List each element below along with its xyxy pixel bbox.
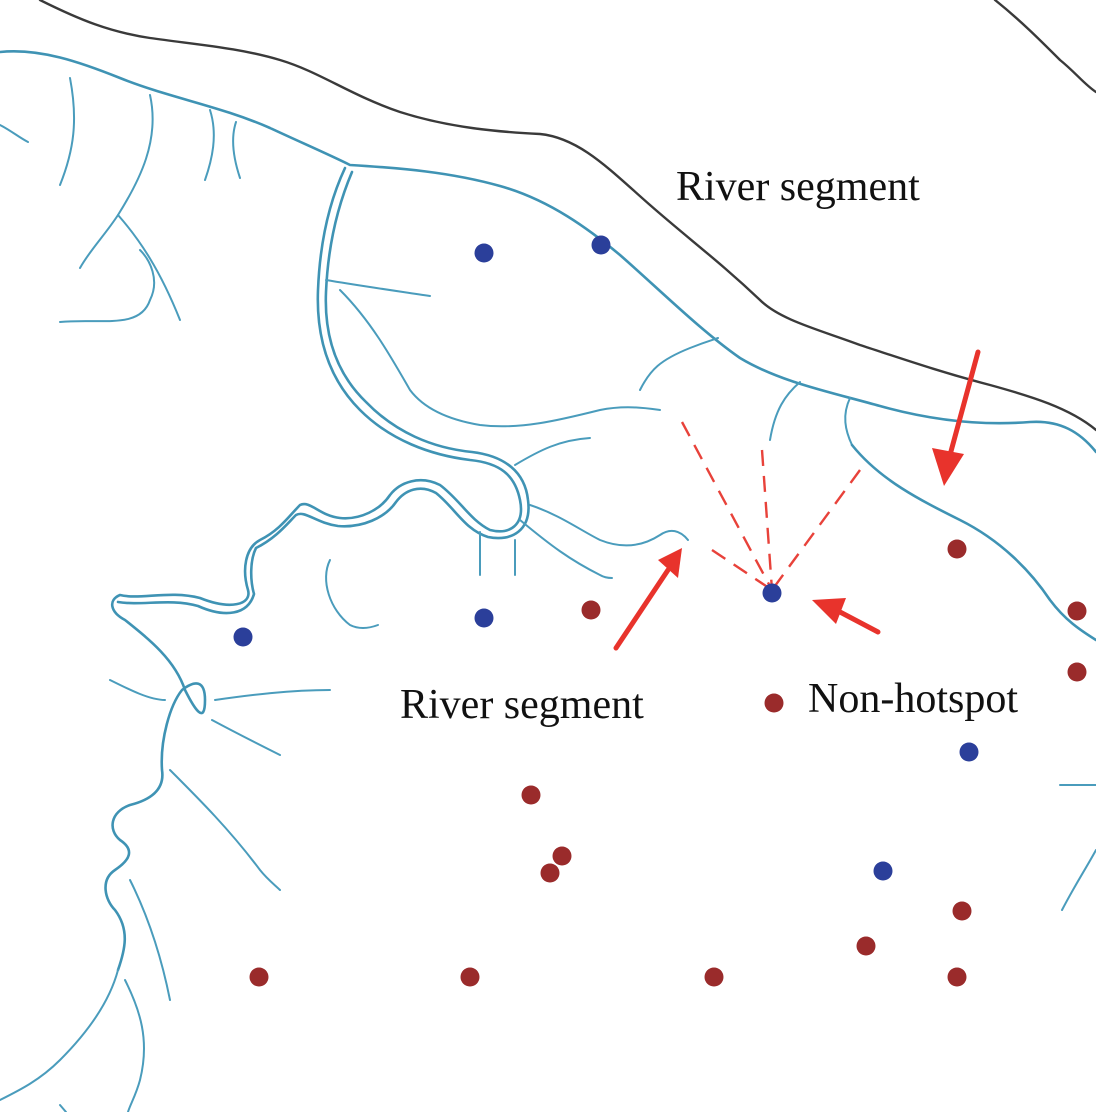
river-west-branch-3 bbox=[117, 214, 181, 321]
point-hotspot bbox=[521, 785, 541, 805]
dash-line-3 bbox=[771, 469, 861, 591]
river-west-branch-4 bbox=[59, 249, 156, 323]
arrow-right-point bbox=[812, 598, 881, 635]
river-sw-trib-1 bbox=[129, 879, 171, 1001]
label-river-segment-bottom: River segment bbox=[400, 682, 644, 728]
river-network bbox=[0, 50, 1096, 1112]
river-south-trib-7 bbox=[211, 719, 281, 756]
river-inner-branch-4 bbox=[514, 437, 591, 466]
point-non-hotspot bbox=[474, 608, 494, 628]
river-sw-trib-2 bbox=[0, 969, 119, 1101]
river-inner-branch-3 bbox=[639, 337, 719, 391]
point-non-hotspot bbox=[474, 243, 494, 263]
label-river-segment-top: River segment bbox=[676, 164, 920, 210]
point-hotspot bbox=[856, 936, 876, 956]
river-left-edge bbox=[0, 124, 29, 143]
river-south-trib-1 bbox=[529, 504, 689, 547]
river-main-channel-b bbox=[116, 170, 530, 615]
connection-lines bbox=[680, 421, 861, 591]
river-east-channel bbox=[850, 443, 1096, 642]
dash-line-4 bbox=[711, 549, 773, 591]
map-labels: River segment River segment Non-hotspot bbox=[400, 164, 1018, 728]
point-hotspot bbox=[540, 863, 560, 883]
point-hotspot bbox=[764, 693, 784, 713]
river-sw-trib-4 bbox=[59, 1104, 67, 1112]
point-non-hotspot bbox=[959, 742, 979, 762]
point-hotspot bbox=[1067, 601, 1087, 621]
point-non-hotspot bbox=[873, 861, 893, 881]
river-west-branch-6 bbox=[232, 121, 241, 179]
points-hotspot bbox=[249, 539, 1087, 987]
points-non-hotspot bbox=[233, 235, 979, 881]
river-south-trib-5 bbox=[325, 559, 379, 629]
arrow-top-right bbox=[932, 349, 981, 486]
river-west-branch-1 bbox=[59, 77, 76, 186]
dash-line-2 bbox=[760, 449, 774, 591]
river-south-trib-9 bbox=[109, 679, 166, 701]
river-inner-branch-1 bbox=[325, 279, 431, 297]
point-hotspot bbox=[952, 901, 972, 921]
point-non-hotspot bbox=[762, 583, 782, 603]
road-line-corner bbox=[993, 0, 1096, 94]
dash-line-1 bbox=[680, 421, 774, 591]
river-south-trib-6 bbox=[214, 689, 331, 701]
point-hotspot bbox=[947, 539, 967, 559]
label-non-hotspot: Non-hotspot bbox=[808, 676, 1018, 722]
point-non-hotspot bbox=[233, 627, 253, 647]
point-hotspot bbox=[947, 967, 967, 987]
river-north-trib-2 bbox=[844, 397, 853, 446]
point-hotspot bbox=[460, 967, 480, 987]
river-inner-branch-2 bbox=[339, 289, 661, 428]
arrow-bottom-left bbox=[613, 548, 682, 651]
point-hotspot bbox=[552, 846, 572, 866]
river-main-channel-a bbox=[104, 166, 523, 972]
river-se-trib-2 bbox=[1061, 849, 1096, 911]
point-non-hotspot bbox=[591, 235, 611, 255]
river-sw-trib-3 bbox=[124, 979, 146, 1112]
river-north-channel bbox=[0, 50, 1096, 454]
river-south-trib-8 bbox=[169, 769, 281, 891]
road-line-main bbox=[38, 0, 1096, 432]
road-lines bbox=[38, 0, 1096, 432]
point-hotspot bbox=[581, 600, 601, 620]
point-hotspot bbox=[249, 967, 269, 987]
river-west-branch-5 bbox=[204, 109, 215, 181]
river-west-branch-2 bbox=[79, 94, 154, 269]
point-hotspot bbox=[1067, 662, 1087, 682]
river-south-trib-2 bbox=[519, 519, 613, 579]
river-north-trib-1 bbox=[769, 381, 801, 441]
annotation-arrows bbox=[613, 349, 981, 651]
point-hotspot bbox=[704, 967, 724, 987]
